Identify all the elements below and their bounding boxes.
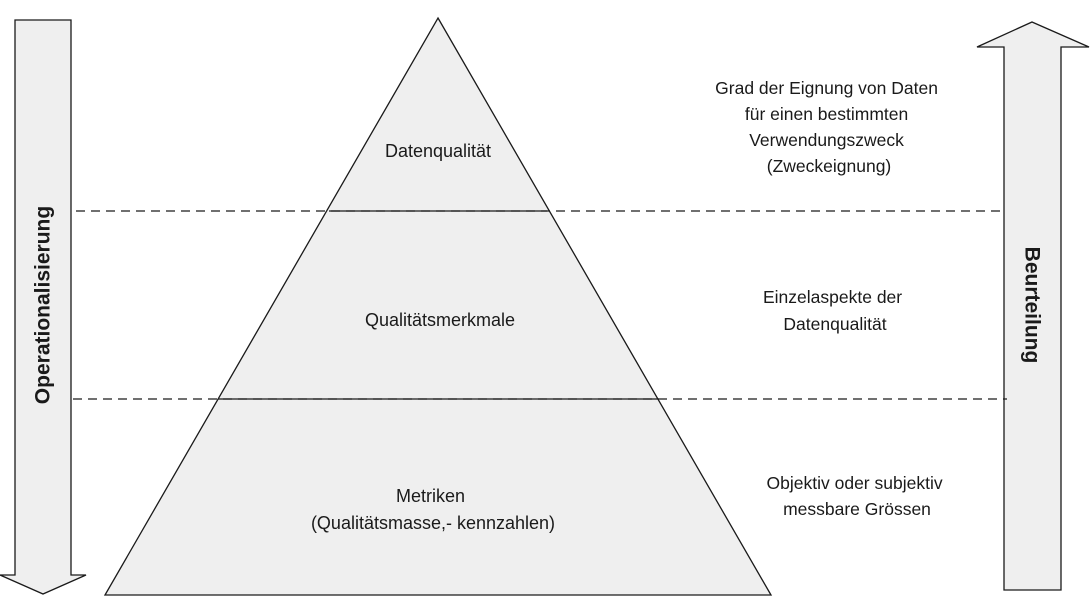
beurteilung-arrow bbox=[976, 21, 1090, 591]
level-description-datenqualitaet: Grad der Eignung von Daten für einen bes… bbox=[715, 78, 943, 176]
level-description-metriken: Objektiv oder subjektiv messbare Grössen bbox=[767, 473, 948, 519]
level-label-datenqualitaet: Datenqualität bbox=[385, 141, 491, 161]
pyramid bbox=[103, 16, 773, 596]
level-label-qualitaetsmerkmale: Qualitätsmerkmale bbox=[365, 310, 515, 330]
beurteilung-label: Beurteilung bbox=[1021, 247, 1044, 364]
operationalisierung-label: Operationalisierung bbox=[32, 206, 55, 404]
level-label-metriken: Metriken (Qualitätsmasse,- kennzahlen) bbox=[311, 486, 555, 533]
level-description-qualitaetsmerkmale: Einzelaspekte der Datenqualität bbox=[763, 287, 907, 334]
operationalisierung-arrow bbox=[0, 19, 87, 595]
